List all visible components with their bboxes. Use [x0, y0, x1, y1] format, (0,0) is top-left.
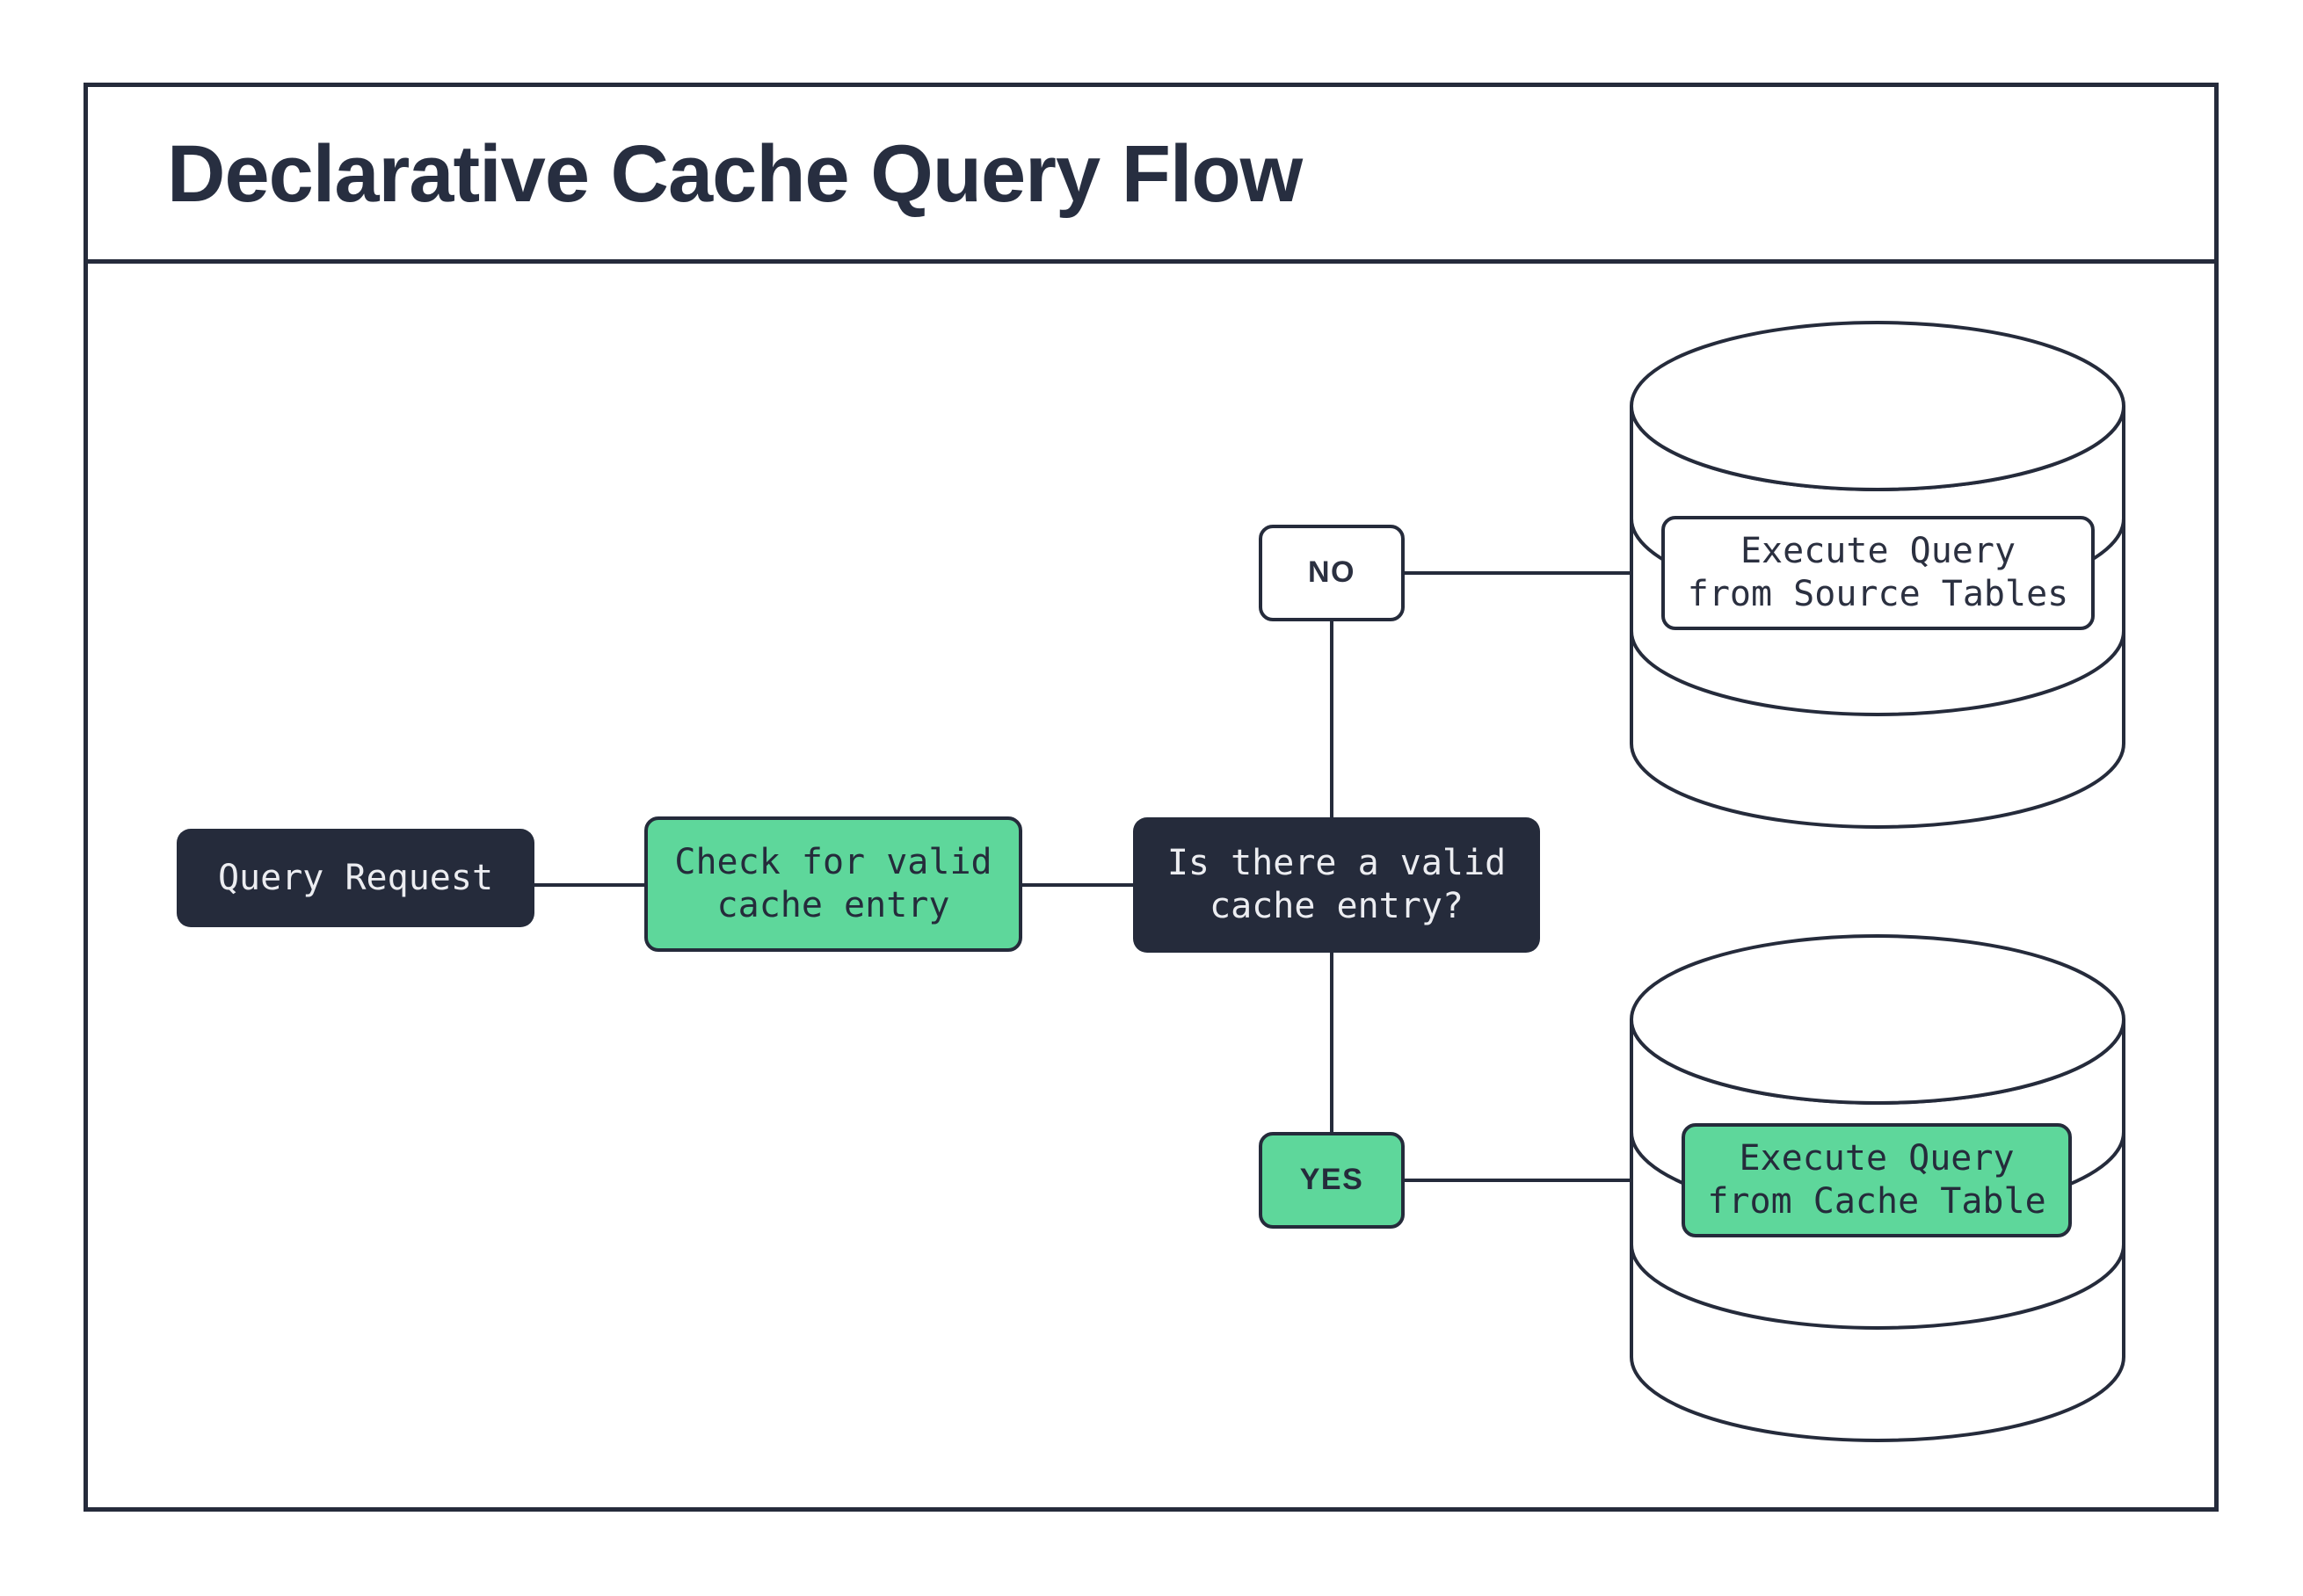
node-check-cache-entry: Check for valid cache entry [644, 816, 1022, 952]
source-cylinder-top [1630, 321, 2125, 491]
diagram-frame [84, 83, 2219, 1512]
cache-cylinder-seam-lower [1630, 1244, 2125, 1330]
diagram-title: Declarative Cache Query Flow [167, 129, 1303, 219]
branch-label-yes: YES [1259, 1132, 1405, 1229]
cache-cylinder-top [1630, 934, 2125, 1105]
branch-label-no: NO [1259, 525, 1405, 621]
node-query-request: Query Request [177, 829, 534, 927]
source-cylinder-seam-lower [1630, 630, 2125, 716]
node-execute-query-source-tables: Execute Query from Source Tables [1661, 516, 2095, 630]
node-execute-query-cache-table: Execute Query from Cache Table [1682, 1123, 2072, 1237]
node-decision-valid-cache: Is there a valid cache entry? [1133, 817, 1540, 953]
title-divider [84, 259, 2219, 264]
